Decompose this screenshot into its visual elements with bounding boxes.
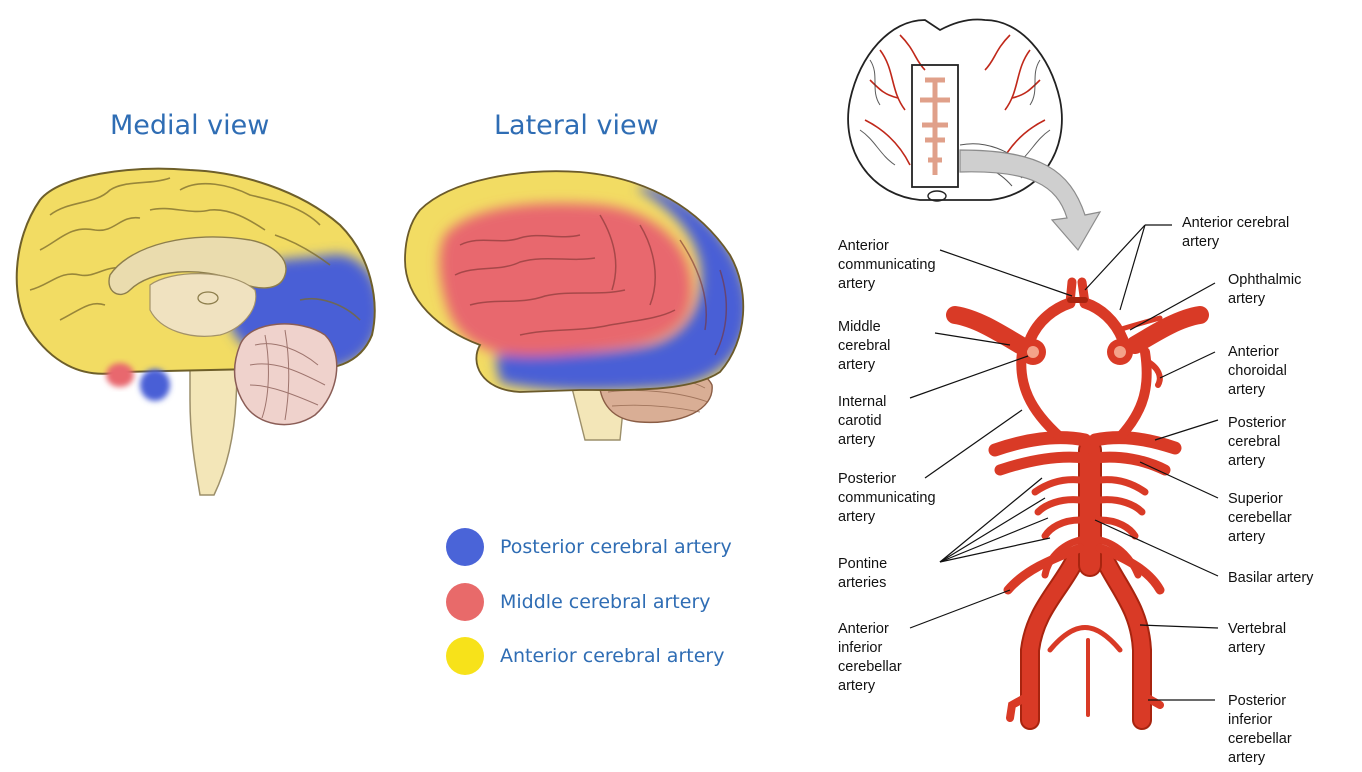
legend-dot-blue: [446, 528, 484, 566]
label-superior-cerebellar-artery: Superior cerebellar artery: [1228, 490, 1292, 547]
label-anterior-inferior-cerebellar-artery: Anterior inferior cerebellar artery: [838, 620, 902, 696]
label-internal-carotid-artery: Internal carotid artery: [838, 393, 886, 450]
label-pontine-arteries: Pontine arteries: [838, 555, 887, 593]
label-posterior-inferior-cerebellar-artery: Posterior inferior cerebellar artery: [1228, 692, 1292, 768]
legend-label: Anterior cerebral artery: [500, 645, 724, 667]
medial-brain: [0, 150, 400, 495]
legend-item-middle: Middle cerebral artery: [446, 582, 711, 622]
label-anterior-choroidal-artery: Anterior choroidal artery: [1228, 343, 1287, 400]
label-anterior-communicating-artery: Anterior communicating artery: [838, 237, 936, 294]
circle-of-willis: [955, 282, 1200, 720]
label-posterior-cerebral-artery: Posterior cerebral artery: [1228, 414, 1286, 471]
lateral-brain: [400, 160, 760, 440]
label-basilar-artery: Basilar artery: [1228, 569, 1313, 588]
label-middle-cerebral-artery: Middle cerebral artery: [838, 318, 890, 375]
legend-item-posterior: Posterior cerebral artery: [446, 527, 732, 567]
legend-dot-yellow: [446, 637, 484, 675]
label-posterior-communicating-artery: Posterior communicating artery: [838, 470, 936, 527]
legend-item-anterior: Anterior cerebral artery: [446, 636, 724, 676]
legend-label: Middle cerebral artery: [500, 591, 711, 613]
label-vertebral-artery: Vertebral artery: [1228, 620, 1286, 658]
label-anterior-cerebral-artery: Anterior cerebral artery: [1182, 214, 1289, 252]
label-ophthalmic-artery: Ophthalmic artery: [1228, 271, 1301, 309]
legend-dot-red: [446, 583, 484, 621]
legend-label: Posterior cerebral artery: [500, 536, 732, 558]
